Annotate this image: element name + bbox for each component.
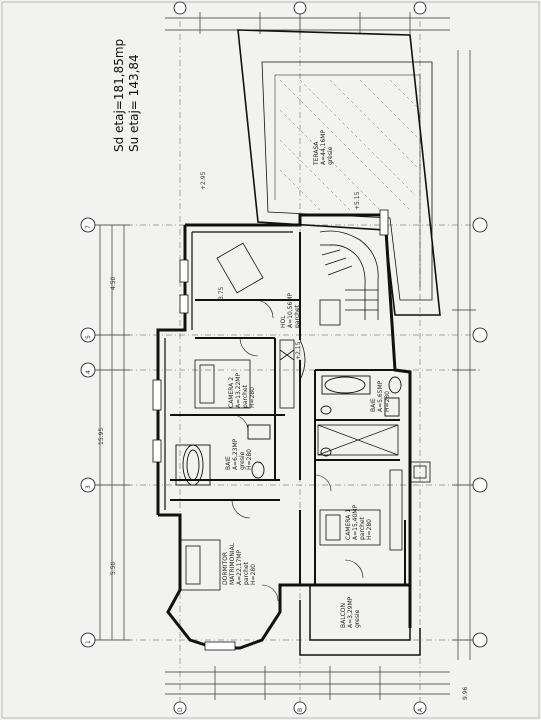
staircase (299, 230, 379, 381)
dim-left-total: 15.95 (98, 427, 105, 445)
area-summary: Sd etaj=181,85mp Su etaj= 143,84 (112, 39, 142, 152)
terrace-outline (237, 29, 441, 316)
room-label-terasa: TERASA A=44,16MP gresie (313, 129, 334, 165)
door-swings (231, 299, 364, 602)
terrace-hatch (279, 79, 419, 211)
building-walls (156, 213, 412, 650)
room-label-camera-2: CAMERA 2 A=13,22MP parchet H=280 (228, 372, 256, 408)
elevation-1: +2.95 (200, 171, 207, 190)
axis-label-7: 7 (85, 225, 92, 229)
room-label-dormitor: DORMITOR MATRIMONIAL A=22,17MP parchet H… (222, 542, 257, 585)
axis-bubbles (80, 1, 488, 715)
axis-label-a: A (417, 707, 424, 712)
axis-label-b: B (297, 707, 304, 712)
area-gross-label: Sd etaj=181,85mp (112, 38, 126, 152)
structural-grid (88, 8, 480, 710)
dim-right-total: 9.96 (462, 686, 469, 700)
elevation-3: +5.15 (354, 191, 361, 210)
elevation-2: +2.15 (295, 341, 302, 360)
furniture (179, 242, 431, 591)
axis-label-4: 4 (85, 370, 92, 374)
dim-left-seg-1: 5.50 (110, 561, 117, 575)
dimension-chain-right (452, 50, 476, 660)
windows (152, 209, 389, 651)
room-label-baie-2: BAIE A=5,65MP H=280 (370, 380, 391, 412)
axis-label-d: D (177, 707, 184, 712)
dim-left-seg-3: 3.75 (218, 286, 225, 300)
room-label-balcon: BALCON A=3,29MP gresie (340, 596, 361, 628)
dim-left-seg-2: 4.50 (110, 276, 117, 290)
balcony-outline (299, 585, 421, 656)
room-label-baie-1: BAIE A=6,23MP gresie H=280 (225, 438, 253, 470)
room-label-camera-1: CAMERA 1 A=15,40MP parchet H=280 (345, 504, 373, 540)
dimension-chain-top (165, 12, 450, 34)
axis-label-1: 1 (85, 640, 92, 644)
dimension-chain-bottom (165, 666, 450, 700)
axis-label-3: 3 (85, 485, 92, 489)
area-net-label: Su etaj= 143,84 (127, 54, 141, 152)
building-walls-inner (164, 231, 293, 510)
axis-label-5: 5 (85, 335, 92, 339)
bathroom-fixtures (175, 375, 402, 486)
room-label-hol: HOL A=10,56MP parchet (280, 292, 301, 328)
